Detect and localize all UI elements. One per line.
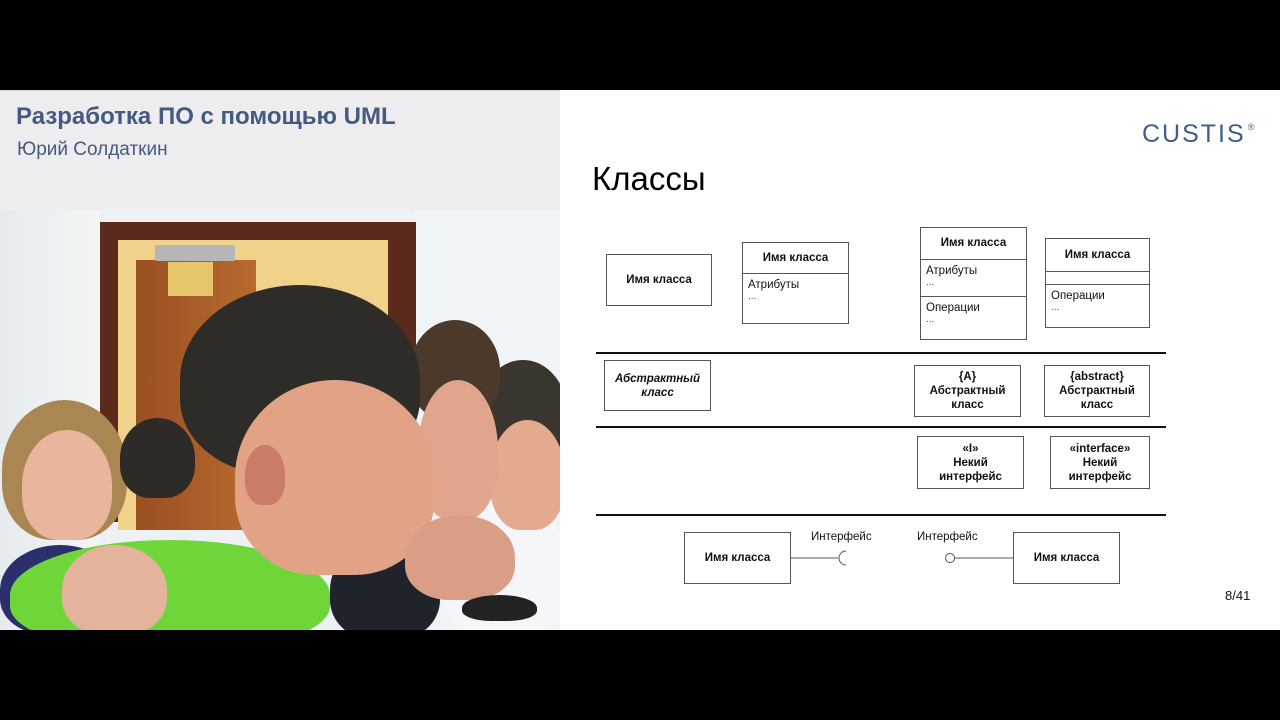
class-name: Имя класса [762,252,829,264]
ellipsis: ... [748,291,757,302]
label-line: Абстрактный [1059,385,1135,397]
slide-title: Классы [592,160,706,197]
required-interface-label: Интерфейс [811,531,872,543]
title-panel: Разработка ПО с помощью UML Юрий Солдатк… [0,90,560,210]
uml-class-empty-attributes: Имя класса Операции ... [1045,238,1150,328]
label-line: интерфейс [939,470,1002,483]
label-line: Некий [1082,456,1118,469]
video-door-plate [168,262,213,296]
page-number: 8/41 [1225,588,1251,603]
presentation-frame: Разработка ПО с помощью UML Юрий Солдатк… [0,90,1280,630]
attributes-section [1046,271,1149,284]
custis-logo: CUSTIS® [1142,120,1254,149]
class-name: Имя класса [940,237,1007,249]
uml-class-requires-interface: Имя класса [684,532,791,584]
provided-interface-label: Интерфейс [917,531,978,543]
uml-interface-long: «interface» Некий интерфейс [1050,436,1150,489]
course-title: Разработка ПО с помощью UML [16,103,396,130]
interface-label: «I» Некий интерфейс [939,442,1002,484]
required-interface-socket-icon [791,550,847,566]
class-name: Имя класса [1033,552,1100,564]
class-name: Имя класса [1064,249,1131,261]
stereotype: «interface» [1069,442,1131,455]
registered-mark: ® [1247,122,1255,132]
label-line: класс [1080,399,1114,411]
abstract-label: {A} Абстрактный класс [930,370,1006,412]
operations-section: Операции ... [921,296,1026,329]
section-divider [596,514,1166,516]
video-person [405,515,515,600]
uml-class-name-only: Имя класса [606,254,712,306]
video-person [62,545,167,630]
slide: CUSTIS® Классы Имя класса Имя класса Атр… [560,90,1280,630]
uml-abstract-long: {abstract} Абстрактный класс [1044,365,1150,417]
operations-label: Операции [1051,290,1105,302]
stereotype: {abstract} [1070,371,1124,383]
attributes-label: Атрибуты [926,265,978,277]
interface-connectors [791,550,1013,566]
speaker-video [0,210,560,630]
label-line: класс [641,386,674,399]
uml-interface-short: «I» Некий интерфейс [917,436,1024,489]
operations-label: Операции [926,302,980,314]
abstract-label: Абстрактный класс [615,372,700,400]
class-name: Имя класса [704,552,771,564]
label-line: Некий [953,456,988,469]
video-person [245,445,285,505]
interface-label: «interface» Некий интерфейс [1069,442,1132,484]
class-name: Имя класса [626,274,692,286]
ellipsis: ... [926,314,935,325]
video-person [22,430,112,540]
stereotype: «I» [962,442,979,455]
label-line: Абстрактный [614,372,701,385]
uml-class-with-attributes: Имя класса Атрибуты ... [742,242,849,324]
attributes-label: Атрибуты [748,279,800,291]
label-line: Абстрактный [929,385,1006,397]
video-person [120,418,195,498]
provided-interface-lollipop-icon [945,553,1013,563]
video-door-closer [155,245,235,261]
label-line: класс [951,399,984,411]
label-line: интерфейс [1068,470,1132,483]
uml-class-full: Имя класса Атрибуты ... Операции ... [920,227,1027,340]
attributes-section: Атрибуты ... [921,259,1026,296]
video-person [490,420,560,530]
logo-text: CUSTIS [1142,120,1246,148]
ellipsis: ... [926,277,935,288]
abstract-label: {abstract} Абстрактный класс [1059,370,1135,412]
section-divider [596,426,1166,428]
uml-abstract-short: {A} Абстрактный класс [914,365,1021,417]
attributes-section: Атрибуты ... [743,273,848,306]
section-divider [596,352,1166,354]
stereotype: {A} [958,371,977,383]
uml-class-provides-interface: Имя класса [1013,532,1120,584]
operations-section: Операции ... [1046,284,1149,317]
uml-abstract-italic: Абстрактный класс [604,360,711,411]
video-person [462,595,537,621]
speaker-name: Юрий Солдаткин [17,139,168,160]
ellipsis: ... [1051,302,1060,313]
